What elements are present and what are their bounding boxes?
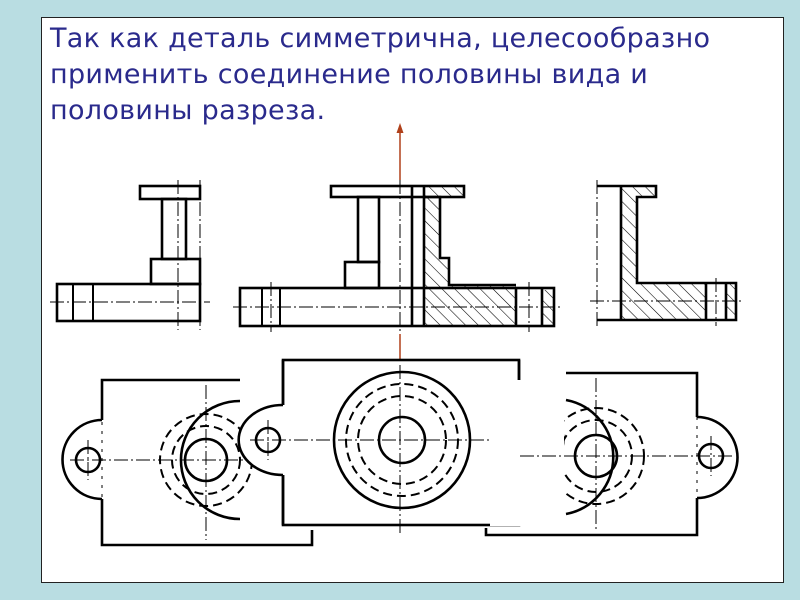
projection-arrow <box>396 123 404 362</box>
left-front-view <box>50 180 210 330</box>
right-top-view <box>484 371 739 537</box>
center-front-half-section <box>233 180 562 332</box>
slide-title: Так как деталь симметрична, целесообразн… <box>50 23 711 126</box>
right-front-section <box>590 180 742 326</box>
